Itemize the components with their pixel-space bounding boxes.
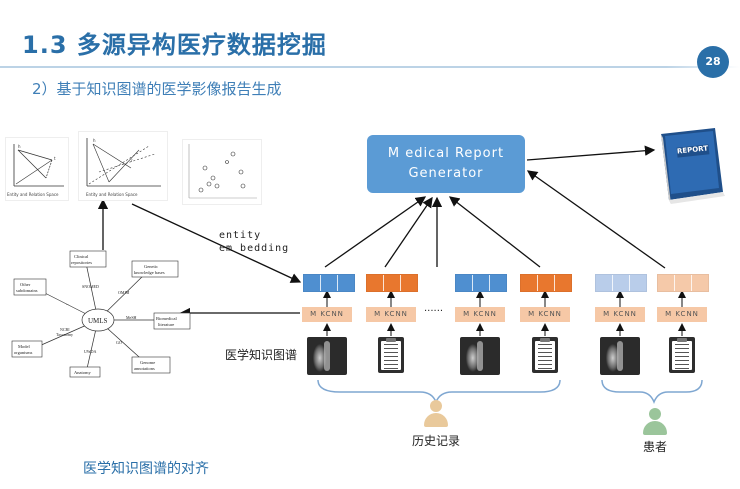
umls-node-snomed: SNOMED xyxy=(82,284,99,289)
page-title: 1.3 多源异构医疗数据挖掘 xyxy=(22,31,327,59)
mkcnn-box: M KCNN xyxy=(595,307,645,322)
title-underline xyxy=(0,66,740,68)
medical-report-generator: M edical Report Generator xyxy=(367,135,525,193)
entity-embedding-line1: entity xyxy=(219,230,262,241)
history-brace xyxy=(317,379,561,405)
umls-node-omim: OMIM xyxy=(118,290,130,295)
embedding-plot-1: h t xyxy=(5,137,69,201)
patient-brace xyxy=(601,379,703,405)
svg-text:knowledge bases: knowledge bases xyxy=(134,270,165,275)
svg-text:organisms: organisms xyxy=(14,350,33,355)
umls-node-other: Other xyxy=(20,282,31,287)
umls-node-biomedical: Biomedical xyxy=(156,316,177,321)
kg-label: 医学知识图谱 xyxy=(225,348,298,362)
report-document-icon xyxy=(669,337,695,373)
svg-text:h: h xyxy=(18,144,21,149)
umls-node-genome: Genome xyxy=(140,360,155,365)
chest-xray-image xyxy=(307,337,347,375)
mkcnn-box: M KCNN xyxy=(455,307,505,322)
mkcnn-box: M KCNN xyxy=(366,307,416,322)
umls-node-model: Model xyxy=(18,344,30,349)
svg-text:subdomains: subdomains xyxy=(16,288,38,293)
report-book-icon: REPORT xyxy=(655,128,727,206)
embedding-scatter xyxy=(182,139,262,205)
vector-blue-2 xyxy=(455,274,507,292)
umls-center: UMLS xyxy=(88,317,108,325)
alignment-label: 医学知识图谱的对齐 xyxy=(83,461,209,477)
svg-text:h: h xyxy=(93,138,96,143)
embedding-arrow xyxy=(131,203,302,283)
generator-label-line2: Generator xyxy=(408,166,484,181)
embedding-plot-2: h r xyxy=(78,131,168,201)
entity-embedding-line2: em bedding xyxy=(219,243,290,254)
patient-label: 患者 xyxy=(643,440,668,454)
svg-text:repositories: repositories xyxy=(71,260,92,265)
mkcnn-box: M KCNN xyxy=(657,307,707,322)
svg-text:Taxonomy: Taxonomy xyxy=(56,332,73,337)
umls-graph: Clinical repositories Genetic knowledge … xyxy=(11,250,191,378)
chest-xray-image xyxy=(460,337,500,375)
report-document-icon xyxy=(378,337,404,373)
vector-orange-1 xyxy=(366,274,418,292)
vector-lightblue xyxy=(595,274,647,292)
umls-node-anatomy: Anatomy xyxy=(74,370,91,375)
vector-lightorange xyxy=(657,274,709,292)
umls-node-genetic: Genetic xyxy=(144,264,158,269)
umls-node-mesh: MeSH xyxy=(126,315,137,320)
chest-xray-image xyxy=(600,337,640,375)
generator-label-line1: M edical Report xyxy=(387,146,505,161)
patient-person-icon xyxy=(643,408,667,438)
page-number-badge: 28 xyxy=(697,46,729,78)
mkcnn-box: M KCNN xyxy=(520,307,570,322)
umls-node-go: GO xyxy=(116,340,122,345)
plot-caption-1: Entity and Relation Space xyxy=(7,192,59,197)
ellipsis: ······ xyxy=(424,306,444,317)
history-person-icon xyxy=(424,400,448,430)
section-subtitle: 2）基于知识图谱的医学影像报告生成 xyxy=(32,80,282,98)
plot-caption-2: Entity and Relation Space xyxy=(86,192,138,197)
umls-node-ncbi: NCBI xyxy=(60,327,70,332)
svg-text:literature: literature xyxy=(158,322,174,327)
vector-orange-2 xyxy=(520,274,572,292)
svg-text:t: t xyxy=(54,156,56,161)
mkcnn-box: M KCNN xyxy=(302,307,352,322)
umls-node-uwda: UWDA xyxy=(84,349,97,354)
umls-node-clinical: Clinical xyxy=(74,254,89,259)
history-label: 历史记录 xyxy=(412,434,461,448)
vector-blue-1 xyxy=(303,274,355,292)
entity-embedding-label: entity em bedding xyxy=(219,229,289,255)
svg-text:annotations: annotations xyxy=(134,366,155,371)
umls-node-more: ... xyxy=(66,301,69,306)
report-document-icon xyxy=(532,337,558,373)
svg-text:r: r xyxy=(131,158,133,163)
